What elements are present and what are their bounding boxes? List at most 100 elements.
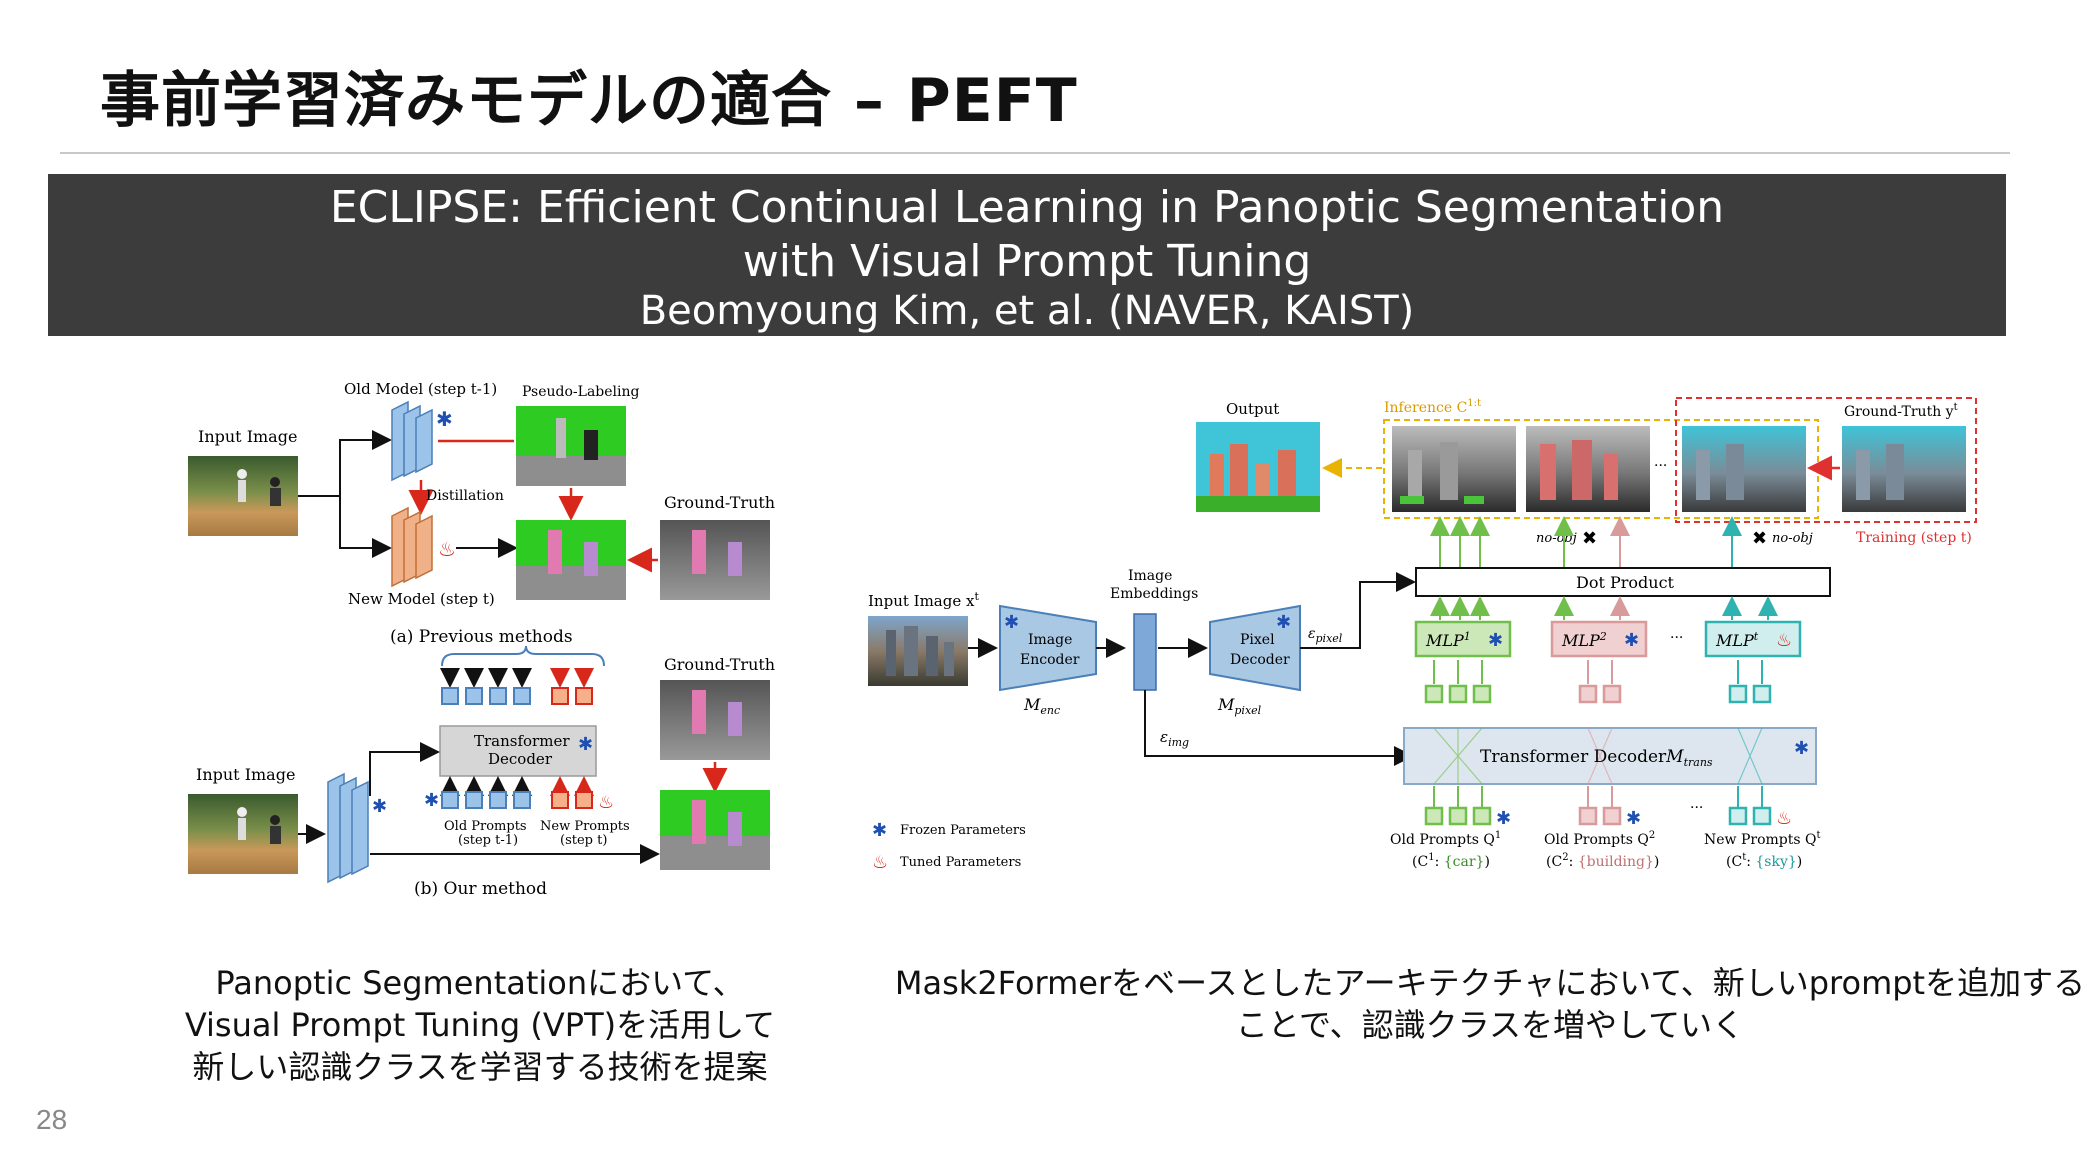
image-embeddings-label-1: Image (1128, 568, 1172, 584)
image-encoder (999, 604, 1097, 692)
e-pixel-label: εpixel (1308, 626, 1343, 645)
a-batter-figure (237, 469, 281, 506)
left-caption-line1: Panoptic Segmentationにおいて、 (215, 964, 745, 1002)
a-input-image-label: Input Image (198, 427, 297, 446)
mlp-1-box (1414, 620, 1512, 658)
left-caption: Panoptic Segmentationにおいて、 Visual Prompt… (120, 962, 840, 1088)
snowflake-icon: ✱ (372, 796, 387, 817)
right-figure: Output Inference C1:t ··· Ground-Truth y… (868, 397, 1977, 873)
left-caption-line2: Visual Prompt Tuning (VPT)を活用して (184, 1006, 776, 1044)
m-enc-label: Menc (1023, 695, 1060, 717)
no-obj-label-right: no-obj (1772, 531, 1813, 546)
snowflake-icon: ✱ (1488, 630, 1503, 651)
pixel-decoder-label-1: Pixel (1240, 632, 1275, 648)
class-c2-label: (C2: {building}) (1546, 852, 1659, 870)
pixel-decoder-label-2: Decoder (1230, 652, 1290, 668)
a-ground-truth-label: Ground-Truth (664, 493, 775, 512)
a-new-model-label: New Model (step t) (348, 590, 495, 608)
b-caption: (b) Our method (414, 879, 547, 899)
legend-tuned-label: Tuned Parameters (900, 855, 1021, 870)
snowflake-icon: ✱ (1624, 630, 1639, 651)
flame-icon: ♨ (872, 852, 888, 873)
b-transformer-decoder (439, 725, 597, 777)
snowflake-icon: ✱ (578, 734, 593, 755)
pixel-decoder (1209, 604, 1301, 692)
b-old-prompts-label-1: Old Prompts (444, 819, 527, 834)
right-caption: Mask2Formerをベースとしたアーキテクチャにおいて、新しいpromptを… (880, 962, 2100, 1046)
no-obj-label-left: no-obj (1536, 531, 1577, 546)
slide-title: 事前学習済みモデルの適合 – PEFT (100, 66, 1078, 136)
old-prompts-q1-label: Old Prompts Q1 (1390, 830, 1501, 848)
a-old-model-encoder (391, 400, 433, 482)
mlp-t-label: MLPt (1715, 630, 1759, 650)
snowflake-icon: ✱ (436, 407, 453, 431)
left-figure: Input Image Old Model (step t-1) ✱ Pseud… (188, 380, 775, 899)
mlp-ellipsis: ··· (1670, 630, 1683, 646)
new-prompts-qt-label: New Prompts Qt (1704, 830, 1821, 848)
dot-product-label: Dot Product (1576, 573, 1675, 592)
decoder-output-prompts (1424, 660, 1772, 704)
b-input-prompts (441, 791, 593, 809)
left-caption-line3: 新しい認識クラスを学習する技術を提案 (192, 1048, 768, 1086)
paper-authors: Beomyoung Kim, et al. (NAVER, KAIST) (639, 288, 1415, 334)
b-new-prompts-label-2: (step t) (560, 833, 607, 848)
b-input-image-label: Input Image (196, 765, 295, 784)
ground-truth-label: Ground-Truth yt (1844, 402, 1958, 420)
b-old-prompts-label-2: (step t-1) (458, 833, 518, 848)
snowflake-icon: ✱ (1276, 612, 1291, 633)
inference-ellipsis: ··· (1654, 458, 1667, 474)
training-label: Training (step t) (1856, 530, 1972, 546)
input-prompts (1424, 786, 1772, 826)
image-embeddings-label-2: Embeddings (1110, 586, 1198, 602)
prompts-ellipsis: ··· (1690, 800, 1703, 816)
b-new-prompts-label-1: New Prompts (540, 819, 630, 834)
class-ct-label: (Ct: {sky}) (1726, 852, 1802, 870)
right-caption-line2: ことで、認識クラスを増やしていく (1235, 1006, 1745, 1044)
snowflake-icon: ✱ (1496, 808, 1511, 829)
image-encoder-label-1: Image (1028, 632, 1072, 648)
image-embeddings-block (1133, 613, 1157, 691)
training-box (1675, 397, 1977, 523)
transformer-cross-lines (1433, 727, 1763, 785)
b-transformer-label-1: Transformer (474, 732, 570, 750)
snowflake-icon: ✱ (1794, 738, 1809, 759)
b-encoder (327, 772, 369, 884)
cross-icon: ✖ (1752, 528, 1767, 549)
a-caption: (a) Previous methods (390, 627, 573, 647)
a-pseudo-labeling-label: Pseudo-Labeling (522, 384, 640, 400)
b-ground-truth-image (660, 680, 770, 760)
b-ground-truth-label: Ground-Truth (664, 655, 775, 674)
a-new-model-encoder (391, 506, 433, 588)
flame-icon: ♨ (438, 537, 456, 561)
page-number: 28 (36, 1104, 68, 1135)
snowflake-icon: ✱ (1626, 808, 1641, 829)
a-ground-truth-image (660, 520, 770, 600)
b-batter-figure (237, 807, 281, 844)
legend-frozen-label: Frozen Parameters (900, 823, 1026, 838)
class-c1-label: (C1: {car}) (1412, 852, 1490, 870)
old-prompts-q2-label: Old Prompts Q2 (1544, 830, 1655, 848)
transformer-decoder (1403, 727, 1817, 785)
transformer-decoder-label: Transformer DecoderMtrans (1480, 747, 1713, 769)
output-label: Output (1226, 400, 1279, 418)
m-pixel-label: Mpixel (1217, 695, 1262, 717)
a-old-model-label: Old Model (step t-1) (344, 380, 497, 398)
mlp-2-box (1550, 620, 1648, 658)
flame-icon: ♨ (1776, 630, 1792, 651)
mlp-1-label: MLP1 (1425, 630, 1471, 650)
title-divider (60, 152, 2010, 154)
paper-title-line2: with Visual Prompt Tuning (742, 236, 1312, 287)
snowflake-icon: ✱ (1004, 612, 1019, 633)
snowflake-icon: ✱ (424, 790, 439, 811)
mlp-2-label: MLP2 (1561, 630, 1607, 650)
input-image-label: Input Image xt (868, 590, 979, 610)
flame-icon: ♨ (1776, 808, 1792, 829)
flame-icon: ♨ (598, 792, 614, 813)
image-encoder-label-2: Encoder (1020, 652, 1080, 668)
b-output-prompts (441, 687, 593, 705)
cross-icon: ✖ (1582, 528, 1597, 549)
mlp-t-box (1704, 620, 1802, 658)
b-transformer-label-2: Decoder (488, 750, 553, 768)
e-img-label: εimg (1160, 728, 1189, 749)
paper-banner: ECLIPSE: Efficient Continual Learning in… (48, 174, 2006, 336)
